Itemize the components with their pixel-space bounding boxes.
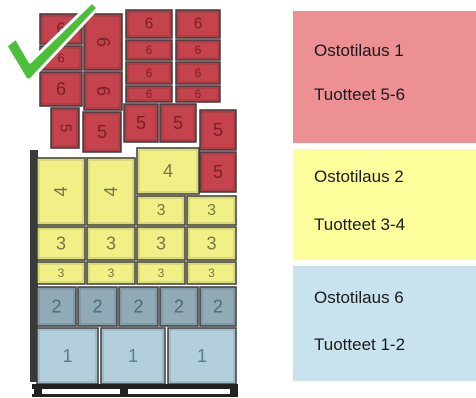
box-label: 2 — [174, 297, 184, 317]
box-product-2: 2 — [37, 287, 76, 326]
box-label: 4 — [101, 186, 121, 196]
box-product-3: 3 — [137, 227, 185, 260]
legend-order-1-title: Ostotilaus 1 — [314, 41, 404, 61]
box-product-2: 2 — [119, 287, 158, 326]
box-product-3: 3 — [137, 262, 185, 284]
box-label: 5 — [173, 113, 183, 133]
legend-card-order-2: Ostotilaus 2 Tuotteet 3-4 — [293, 149, 476, 260]
box-label: 3 — [106, 234, 116, 254]
box-label: 3 — [157, 202, 166, 219]
box-label: 6 — [195, 66, 202, 80]
box-label: 5 — [213, 120, 223, 140]
box-label: 5 — [213, 162, 223, 182]
box-label: 6 — [56, 79, 66, 99]
legend-card-order-1: Ostotilaus 1 Tuotteet 5-6 — [293, 11, 476, 143]
legend-order-2-products: Tuotteet 3-4 — [314, 215, 405, 235]
box-product-6: 6 — [126, 40, 172, 60]
legend-order-1-products: Tuotteet 5-6 — [314, 85, 405, 105]
box-product-3: 3 — [137, 196, 185, 225]
box-label: 2 — [133, 297, 143, 317]
box-product-4: 4 — [87, 158, 135, 225]
box-product-6: 6 — [126, 10, 172, 38]
box-product-3: 3 — [37, 227, 85, 260]
box-product-3: 3 — [87, 227, 135, 260]
box-product-3: 3 — [187, 262, 236, 284]
box-label: 2 — [213, 297, 223, 317]
box-product-6: 6 — [126, 86, 172, 102]
box-product-4: 4 — [137, 148, 199, 194]
box-label: 2 — [92, 297, 102, 317]
box-product-5: 5 — [200, 110, 236, 150]
box-label: 6 — [195, 43, 202, 57]
box-label: 3 — [207, 202, 216, 219]
box-label: 6 — [195, 87, 202, 101]
box-product-6: 6 — [176, 40, 220, 60]
box-product-6: 6 — [126, 62, 172, 84]
box-product-3: 3 — [187, 227, 236, 260]
pallet-base — [32, 384, 238, 397]
box-product-2: 2 — [78, 287, 117, 326]
box-product-6: 6 — [176, 62, 220, 84]
box-product-6: 6 — [84, 72, 122, 110]
box-label: 3 — [156, 234, 166, 254]
box-label: 5 — [57, 124, 74, 133]
pallet-runner — [32, 394, 238, 397]
box-product-5: 5 — [200, 152, 236, 192]
box-product-5: 5 — [124, 104, 158, 142]
box-product-2: 2 — [200, 287, 236, 326]
box-label: 6 — [146, 43, 153, 57]
box-product-2: 2 — [160, 287, 198, 326]
legend-order-2-title: Ostotilaus 2 — [314, 167, 404, 187]
box-label: 3 — [108, 266, 115, 280]
box-label: 4 — [163, 161, 173, 181]
box-product-6: 6 — [176, 10, 220, 38]
box-label: 3 — [158, 266, 165, 280]
box-label: 3 — [56, 234, 66, 254]
box-product-3: 3 — [187, 196, 236, 225]
legend-order-6-title: Ostotilaus 6 — [314, 288, 404, 308]
box-label: 5 — [136, 113, 146, 133]
box-label: 6 — [145, 16, 154, 33]
box-product-3: 3 — [87, 262, 135, 284]
box-label: 1 — [128, 346, 138, 366]
box-label: 5 — [97, 122, 107, 142]
box-label: 6 — [93, 86, 113, 96]
box-label: 4 — [51, 186, 71, 196]
box-product-5: 5 — [160, 104, 196, 142]
box-product-5: 5 — [51, 108, 79, 148]
box-label: 3 — [206, 234, 216, 254]
box-product-6: 6 — [40, 72, 82, 106]
box-label: 2 — [51, 297, 61, 317]
legend-card-order-6: Ostotilaus 6 Tuotteet 1-2 — [293, 266, 476, 381]
box-label: 6 — [146, 87, 153, 101]
box-product-1: 1 — [101, 328, 165, 384]
box-product-6: 6 — [176, 86, 220, 102]
box-label: 1 — [62, 346, 72, 366]
box-label: 6 — [93, 37, 113, 47]
legend-order-6-products: Tuotteet 1-2 — [314, 335, 405, 355]
pallet-stack: 1112222233333333334445555556666666666666 — [0, 0, 280, 398]
box-product-5: 5 — [83, 112, 121, 152]
box-product-4: 4 — [37, 158, 85, 225]
box-product-1: 1 — [37, 328, 98, 384]
box-label: 1 — [197, 346, 207, 366]
pallet-stack-drawing: 1112222233333333334445555556666666666666 — [0, 0, 280, 398]
pallet-deck — [32, 384, 238, 389]
box-label: 6 — [57, 51, 64, 66]
box-label: 3 — [58, 266, 65, 280]
box-product-1: 1 — [168, 328, 236, 384]
box-product-6: 6 — [84, 14, 122, 70]
box-label: 6 — [194, 16, 203, 33]
box-label: 3 — [208, 266, 215, 280]
box-label: 6 — [146, 66, 153, 80]
box-product-3: 3 — [37, 262, 85, 284]
